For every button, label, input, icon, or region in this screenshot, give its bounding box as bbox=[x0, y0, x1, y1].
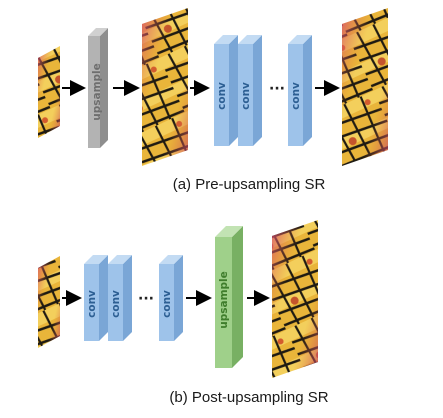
conv-block: conv bbox=[288, 35, 312, 146]
conv-label: conv bbox=[216, 82, 228, 110]
upsample-label: upsample bbox=[91, 63, 103, 121]
output-image-hr bbox=[342, 8, 388, 166]
conv-block: conv bbox=[214, 35, 238, 146]
conv-block: conv bbox=[84, 255, 108, 341]
panel-b: conv conv ··· conv upsample bbox=[38, 220, 329, 406]
ellipsis: ··· bbox=[269, 81, 285, 97]
input-image-lr bbox=[38, 256, 60, 348]
upsample-block: upsample bbox=[215, 226, 243, 368]
conv-label: conv bbox=[110, 290, 122, 318]
upsampled-image bbox=[142, 8, 188, 166]
conv-block: conv bbox=[159, 255, 183, 341]
conv-block: conv bbox=[108, 255, 132, 341]
output-image-hr bbox=[272, 220, 318, 378]
input-image-lr bbox=[38, 46, 60, 138]
upsample-label: upsample bbox=[218, 271, 230, 329]
conv-label: conv bbox=[290, 82, 302, 110]
conv-block: conv bbox=[238, 35, 262, 146]
conv-label: conv bbox=[240, 82, 252, 110]
upsample-block: upsample bbox=[88, 28, 108, 148]
conv-label: conv bbox=[86, 290, 98, 318]
panel-a: upsample conv conv ··· c bbox=[38, 8, 388, 193]
conv-label: conv bbox=[161, 290, 173, 318]
caption-b: (b) Post-upsampling SR bbox=[169, 389, 328, 406]
caption-a: (a) Pre-upsampling SR bbox=[173, 176, 326, 193]
ellipsis: ··· bbox=[138, 291, 154, 307]
